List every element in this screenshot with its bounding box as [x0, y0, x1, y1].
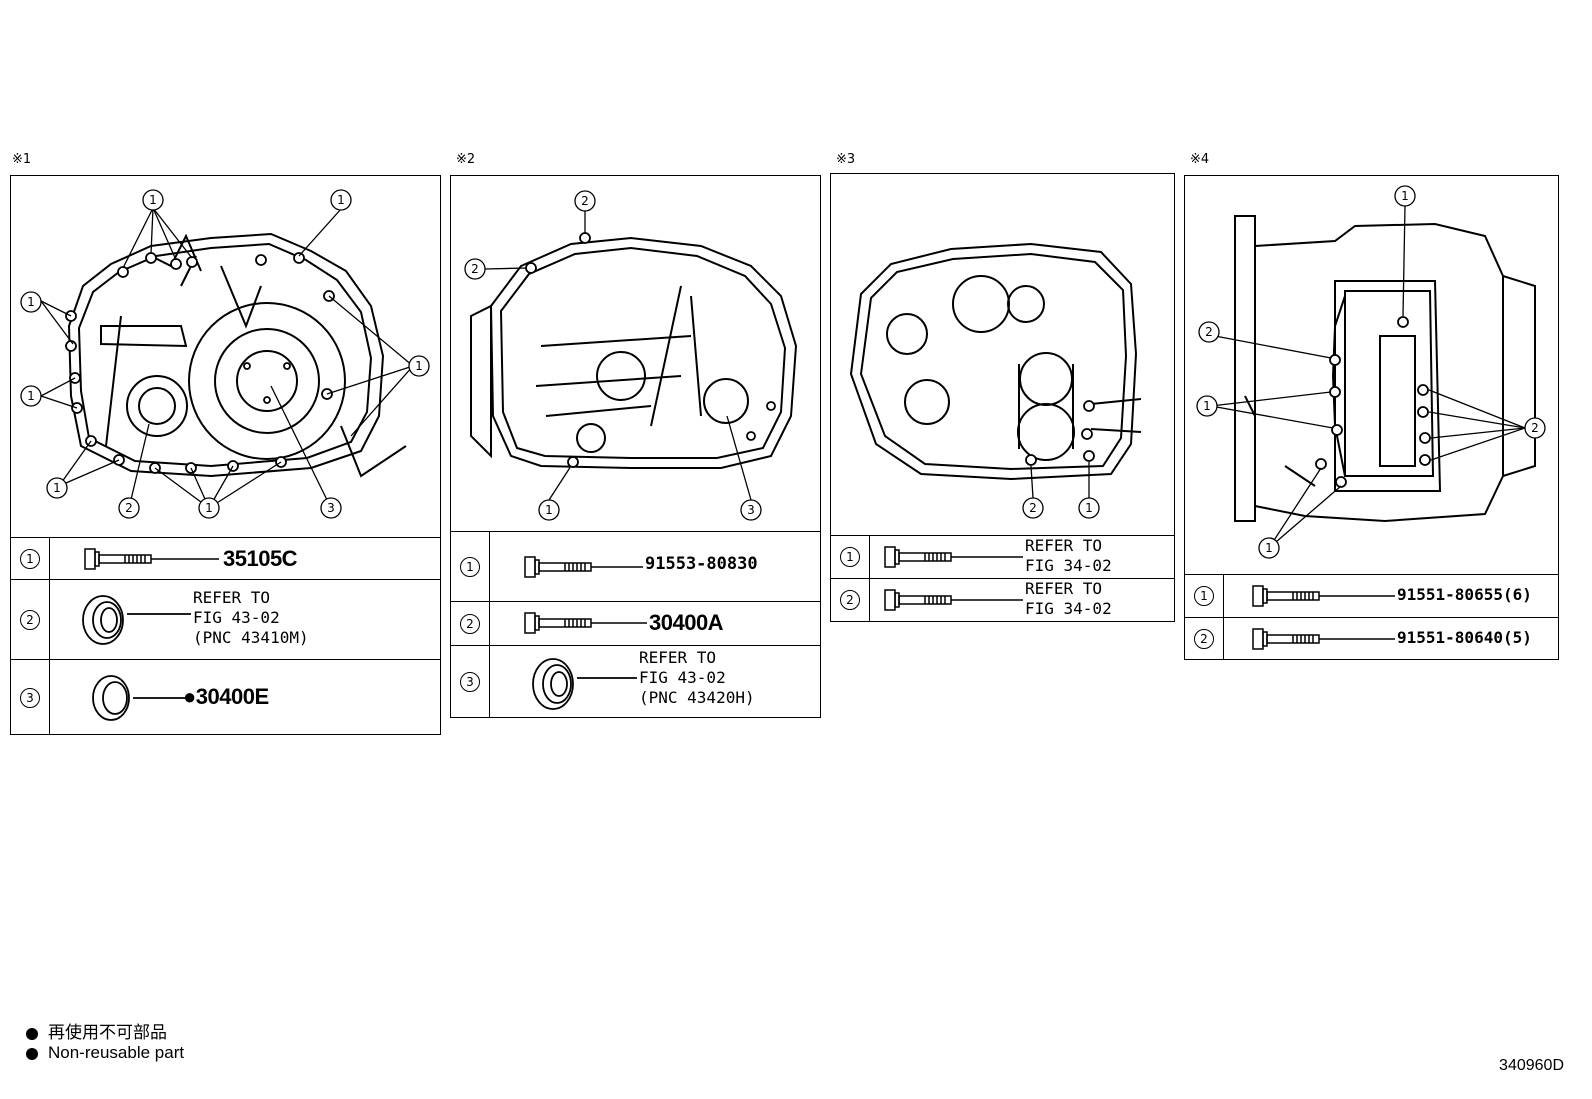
- callout-2: 2: [1205, 325, 1213, 339]
- row-number: 2: [20, 609, 40, 630]
- callout-2: 2: [125, 501, 133, 515]
- panel-2-mark: ※2: [456, 152, 476, 167]
- bolt-icon: [524, 612, 647, 634]
- parts-row-2: 2 30400A: [451, 601, 820, 645]
- parts-row-1: 1 91553-80830: [451, 531, 820, 601]
- part-number: 91551-80655(6): [1397, 585, 1532, 604]
- parts-row-2: 2 91551-80640(5): [1185, 617, 1558, 660]
- parts-row-1: 1 91551-80655(6): [1185, 574, 1558, 617]
- callout-2: 2: [1531, 421, 1539, 435]
- parts-row-3: 3 REFER TO FIG 43-02 (PNC 43420H): [451, 645, 820, 718]
- transaxle-case-illustration-3: 2 1: [849, 242, 1142, 519]
- callout-2: 2: [581, 194, 589, 208]
- legend-en-text: Non-reusable part: [48, 1043, 185, 1062]
- bolt-icon: [884, 546, 1023, 568]
- row-number: 3: [20, 687, 40, 708]
- parts-row-1: 1 REFER TO FIG 34-02: [831, 535, 1174, 578]
- panel-2: 2 2 1 3 1 91553-80830 2 30400A 3 REFER T…: [450, 175, 821, 718]
- callout-1: 1: [1401, 189, 1409, 203]
- legend-jp: 再使用不可部品: [26, 1018, 167, 1043]
- transaxle-case-illustration-4: 1 2 1 1 2: [1196, 185, 1546, 559]
- part-number: 30400A: [649, 610, 724, 635]
- callout-3: 3: [747, 503, 755, 517]
- parts-row-3: 3 ●30400E: [11, 659, 440, 735]
- oil-seal-icon: [82, 595, 191, 645]
- callout-1: 1: [1203, 399, 1211, 413]
- part-number: ●30400E: [183, 684, 269, 709]
- bolt-icon: [1252, 585, 1395, 607]
- callout-3: 3: [327, 501, 335, 515]
- transaxle-case-illustration-2: 2 2 1 3: [464, 190, 798, 521]
- row-number: 2: [840, 590, 860, 610]
- callout-1: 1: [1265, 541, 1273, 555]
- row-number: 2: [460, 613, 480, 634]
- oil-seal-icon: [532, 658, 637, 710]
- refer-to-note: REFER TO FIG 34-02: [1025, 536, 1112, 575]
- callout-1: 1: [149, 193, 157, 207]
- row-number: 1: [1194, 586, 1214, 606]
- row-number: 1: [20, 548, 40, 569]
- part-number: 91553-80830: [645, 554, 758, 574]
- panel-3-mark: ※3: [836, 152, 856, 167]
- panel-4-mark: ※4: [1190, 152, 1210, 167]
- row-number: 2: [1194, 629, 1214, 649]
- non-reusable-dot-icon: [26, 1027, 38, 1040]
- callout-1: 1: [53, 481, 61, 495]
- parts-row-2: 2 REFER TO FIG 34-02: [831, 578, 1174, 621]
- panel-1: 1 1 1 1 1 2 1 3 1 1 35105C 2 REFER TO FI…: [10, 175, 441, 735]
- row-number: 1: [460, 556, 480, 577]
- legend-en: Non-reusable part: [26, 1043, 184, 1063]
- callout-2: 2: [471, 262, 479, 276]
- bolt-icon: [1252, 628, 1395, 650]
- parts-row-1: 1 35105C: [11, 537, 440, 579]
- bolt-icon: [84, 548, 219, 570]
- refer-to-note: REFER TO FIG 34-02: [1025, 579, 1112, 618]
- legend-jp-text: 再使用不可部品: [48, 1023, 167, 1042]
- part-number: 91551-80640(5): [1397, 628, 1532, 647]
- parts-row-2: 2 REFER TO FIG 43-02 (PNC 43410M): [11, 579, 440, 659]
- panel-4: 1 2 1 1 2 1 91551-80655(6) 2 91551-80640…: [1184, 175, 1559, 660]
- callout-1: 1: [27, 295, 35, 309]
- oil-seal-icon: [92, 675, 189, 721]
- panel-1-mark: ※1: [12, 152, 32, 167]
- part-number: 35105C: [223, 546, 298, 571]
- figure-code: 340960D: [1499, 1057, 1564, 1074]
- callout-1: 1: [1085, 501, 1093, 515]
- bolt-icon: [884, 589, 1023, 611]
- transaxle-case-illustration-1: 1 1 1 1 1 2 1 3 1: [20, 189, 430, 519]
- callout-2: 2: [1029, 501, 1037, 515]
- row-number: 1: [840, 547, 860, 567]
- callout-1: 1: [545, 503, 553, 517]
- bolt-icon: [524, 556, 643, 578]
- panel-3: 2 1 1 REFER TO FIG 34-02 2 REFER TO FIG …: [830, 173, 1175, 622]
- refer-to-note: REFER TO FIG 43-02 (PNC 43420H): [639, 648, 755, 707]
- callout-1: 1: [27, 389, 35, 403]
- callout-1: 1: [205, 501, 213, 515]
- non-reusable-dot-icon: [26, 1047, 38, 1060]
- refer-to-note: REFER TO FIG 43-02 (PNC 43410M): [193, 588, 309, 647]
- callout-1: 1: [415, 359, 423, 373]
- callout-1: 1: [337, 193, 345, 207]
- row-number: 3: [460, 672, 480, 692]
